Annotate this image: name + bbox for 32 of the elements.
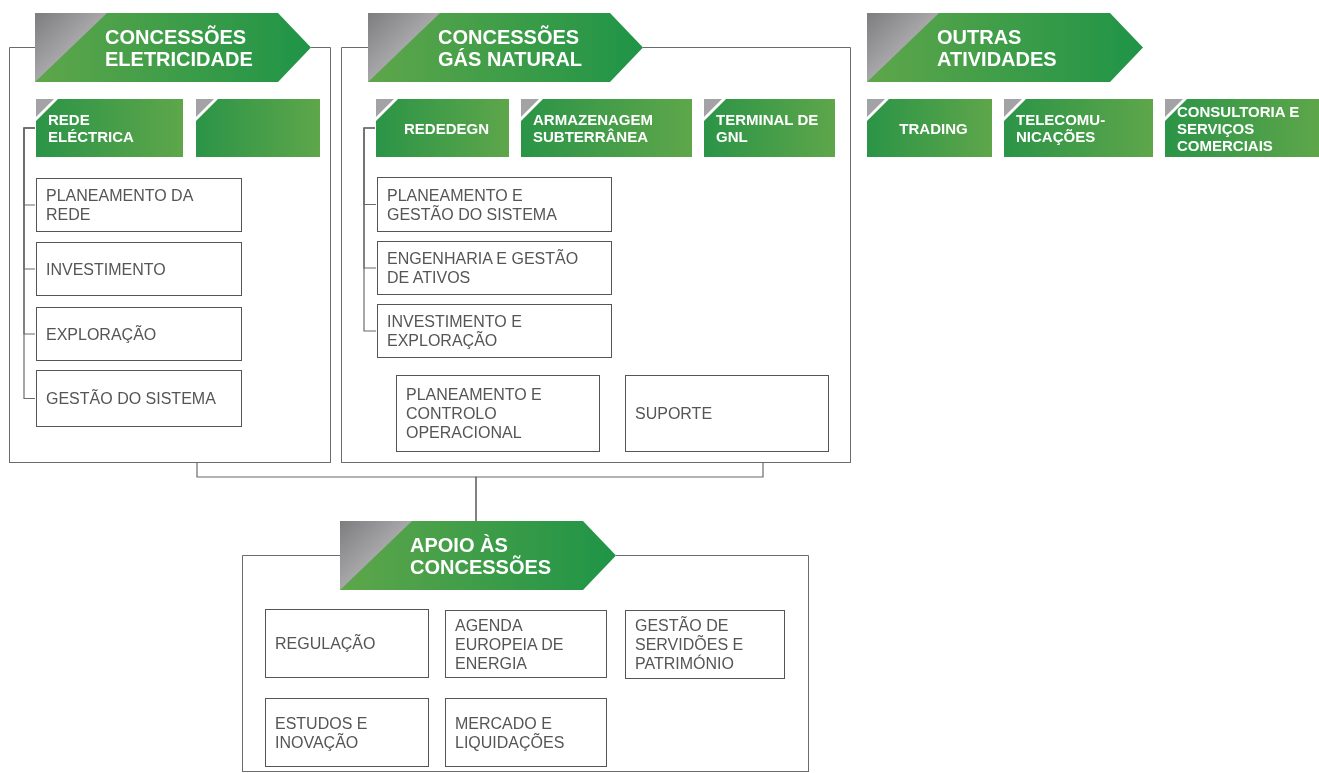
unit-box: INVESTIMENTO	[36, 242, 242, 296]
category-tab: TERMINAL DE GNL	[704, 99, 835, 157]
category-tab: TELECOMU- NICAÇÕES	[1004, 99, 1153, 157]
unit-box: PLANEAMENTO DA REDE	[36, 178, 242, 232]
category-tab: ARMAZENAGEM SUBTERRÂNEA	[521, 99, 692, 157]
header-banner: APOIO ÀS CONCESSÕES	[340, 521, 616, 590]
connector-line	[363, 127, 377, 332]
unit-box: MERCADO E LIQUIDAÇÕES	[445, 698, 607, 767]
category-tab: TRADING	[867, 99, 992, 157]
unit-box: ENGENHARIA E GESTÃO DE ATIVOS	[377, 241, 612, 295]
category-tab: REDE ELÉCTRICA	[36, 99, 183, 157]
unit-box: GESTÃO DO SISTEMA	[36, 370, 242, 427]
panel-frame	[341, 82, 851, 463]
unit-box: PLANEAMENTO E CONTROLO OPERACIONAL	[396, 375, 600, 452]
panel-frame	[9, 82, 331, 463]
connector-line	[23, 127, 36, 400]
category-tab: CONSULTORIA E SERVIÇOS COMERCIAIS	[1165, 99, 1319, 157]
unit-box: SUPORTE	[625, 375, 829, 452]
header-banner: CONCESSÕES GÁS NATURAL	[368, 13, 643, 82]
category-tab: REDEDEGN	[376, 99, 509, 157]
unit-box: GESTÃO DE SERVIDÕES E PATRIMÓNIO	[625, 610, 785, 679]
header-banner: CONCESSÕES ELETRICIDADE	[35, 13, 311, 82]
header-banner: OUTRAS ATIVIDADES	[867, 13, 1143, 82]
unit-box: REGULAÇÃO	[265, 609, 429, 678]
unit-box: INVESTIMENTO E EXPLORAÇÃO	[377, 304, 612, 358]
panel-frame	[242, 590, 809, 772]
category-tab	[196, 99, 320, 157]
unit-box: PLANEAMENTO E GESTÃO DO SISTEMA	[377, 177, 612, 232]
unit-box: ESTUDOS E INOVAÇÃO	[265, 698, 429, 767]
connector-line	[475, 462, 764, 522]
unit-box: EXPLORAÇÃO	[36, 307, 242, 361]
unit-box: AGENDA EUROPEIA DE ENERGIA	[445, 610, 607, 678]
